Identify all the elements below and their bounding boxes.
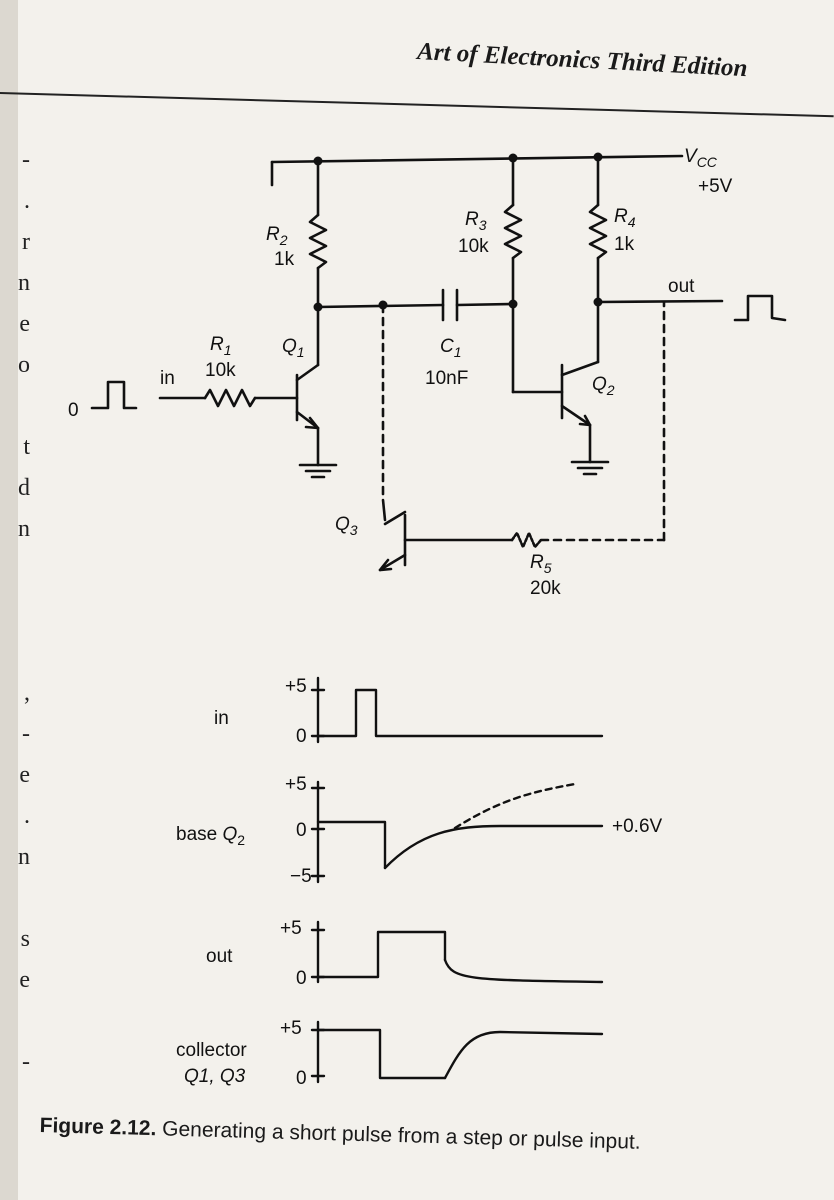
output-label: out: [668, 276, 695, 297]
margin-letter: -: [22, 721, 30, 747]
input-pulse-symbol: [90, 380, 138, 410]
c1-value: 10nF: [425, 368, 468, 389]
c1-right-wire: [455, 302, 515, 307]
r5-value: 20k: [530, 578, 561, 599]
out-trace-pulse: [316, 930, 447, 979]
waveforms: [310, 676, 604, 1084]
margin-letter: s: [20, 926, 30, 952]
r4-value: 1k: [614, 234, 635, 255]
vcc-rail: [270, 154, 684, 164]
r1-zigzag: [203, 388, 257, 408]
r2-zigzag: [308, 213, 328, 270]
r1-value: 10k: [205, 360, 236, 381]
margin-letter: n: [18, 516, 30, 542]
r5-zigzag: [510, 531, 543, 549]
q3-collector: [383, 510, 407, 526]
collector-plus5: +5: [280, 1018, 302, 1039]
collector-wave-label: collector: [176, 1040, 247, 1061]
margin-letter: n: [18, 844, 30, 870]
in-wave-label: in: [214, 708, 229, 729]
margin-letter: ,: [24, 680, 30, 706]
r5-name: R5: [530, 552, 552, 576]
out-plus5: +5: [280, 918, 302, 939]
collector-zero: 0: [296, 1068, 307, 1089]
margin-letter: t: [23, 434, 30, 460]
r3-name: R3: [465, 209, 487, 233]
out-wave-label: out: [206, 946, 233, 967]
in-plus5: +5: [285, 676, 307, 697]
output-pulse-symbol: [733, 294, 787, 322]
q3-collector-wire: [381, 498, 387, 522]
vcc-label: VCC: [684, 146, 718, 170]
margin-letter: e: [19, 311, 30, 337]
q1-name: Q1: [282, 336, 305, 360]
r3-zigzag: [503, 203, 523, 260]
c1-name: C1: [440, 336, 462, 360]
q2-collector: [560, 360, 600, 377]
bias-label: +0.6V: [612, 816, 663, 837]
r4-name: R4: [614, 206, 636, 230]
margin-letter: n: [18, 270, 30, 296]
figure-number: Figure 2.12.: [39, 1114, 157, 1141]
r1-name: R1: [210, 334, 232, 358]
collector-trace-low: [316, 1028, 447, 1080]
base-trace-recover: [383, 824, 604, 870]
r2-value: 1k: [274, 249, 295, 270]
q3-emitter: [378, 553, 407, 572]
input-label: in: [160, 368, 175, 389]
q3-name: Q3: [335, 514, 358, 538]
vcc-value: +5V: [698, 176, 733, 197]
q1-collector: [295, 363, 320, 382]
margin-letter: e: [19, 967, 30, 993]
base-plus5: +5: [285, 774, 307, 795]
in-trace: [316, 688, 604, 738]
margin-letter: .: [24, 803, 30, 829]
margin-letter: r: [22, 229, 30, 255]
margin-letter: d: [18, 475, 30, 501]
base-minus5: −5: [290, 866, 312, 887]
waveform-labels: +5 0 in +5 0 −5 base Q2 +0.6V +5 0 out +…: [176, 676, 663, 1089]
output-wire: [596, 299, 724, 304]
margin-letter: -: [22, 147, 30, 173]
r3-value: 10k: [458, 236, 489, 257]
base-trace-dashed: [453, 782, 577, 830]
q2-name: Q2: [592, 374, 615, 398]
collector-trace-rise: [443, 1030, 604, 1080]
r2-name: R2: [266, 224, 288, 248]
r4-zigzag: [588, 203, 608, 260]
margin-letter: e: [19, 762, 30, 788]
out-trace-fall: [443, 958, 604, 984]
base-wave-label: base Q2: [176, 824, 245, 848]
collector-q-label: Q1, Q3: [184, 1066, 246, 1087]
base-zero: 0: [296, 820, 307, 841]
circuit-labels: VCC +5V R2 1k R3 10k R4 1k R1 10k C1 10n…: [68, 146, 733, 599]
base-trace-drop: [316, 820, 387, 870]
q2-emitter: [560, 404, 592, 427]
margin-letter: -: [22, 1049, 30, 1075]
q3-emitter-arrow: [378, 558, 393, 572]
in-zero: 0: [296, 726, 307, 747]
out-zero: 0: [296, 968, 307, 989]
margin-letter: o: [18, 352, 30, 378]
margin-letter: .: [24, 188, 30, 214]
input-zero-label: 0: [68, 400, 79, 421]
page-edge: [0, 0, 18, 1200]
